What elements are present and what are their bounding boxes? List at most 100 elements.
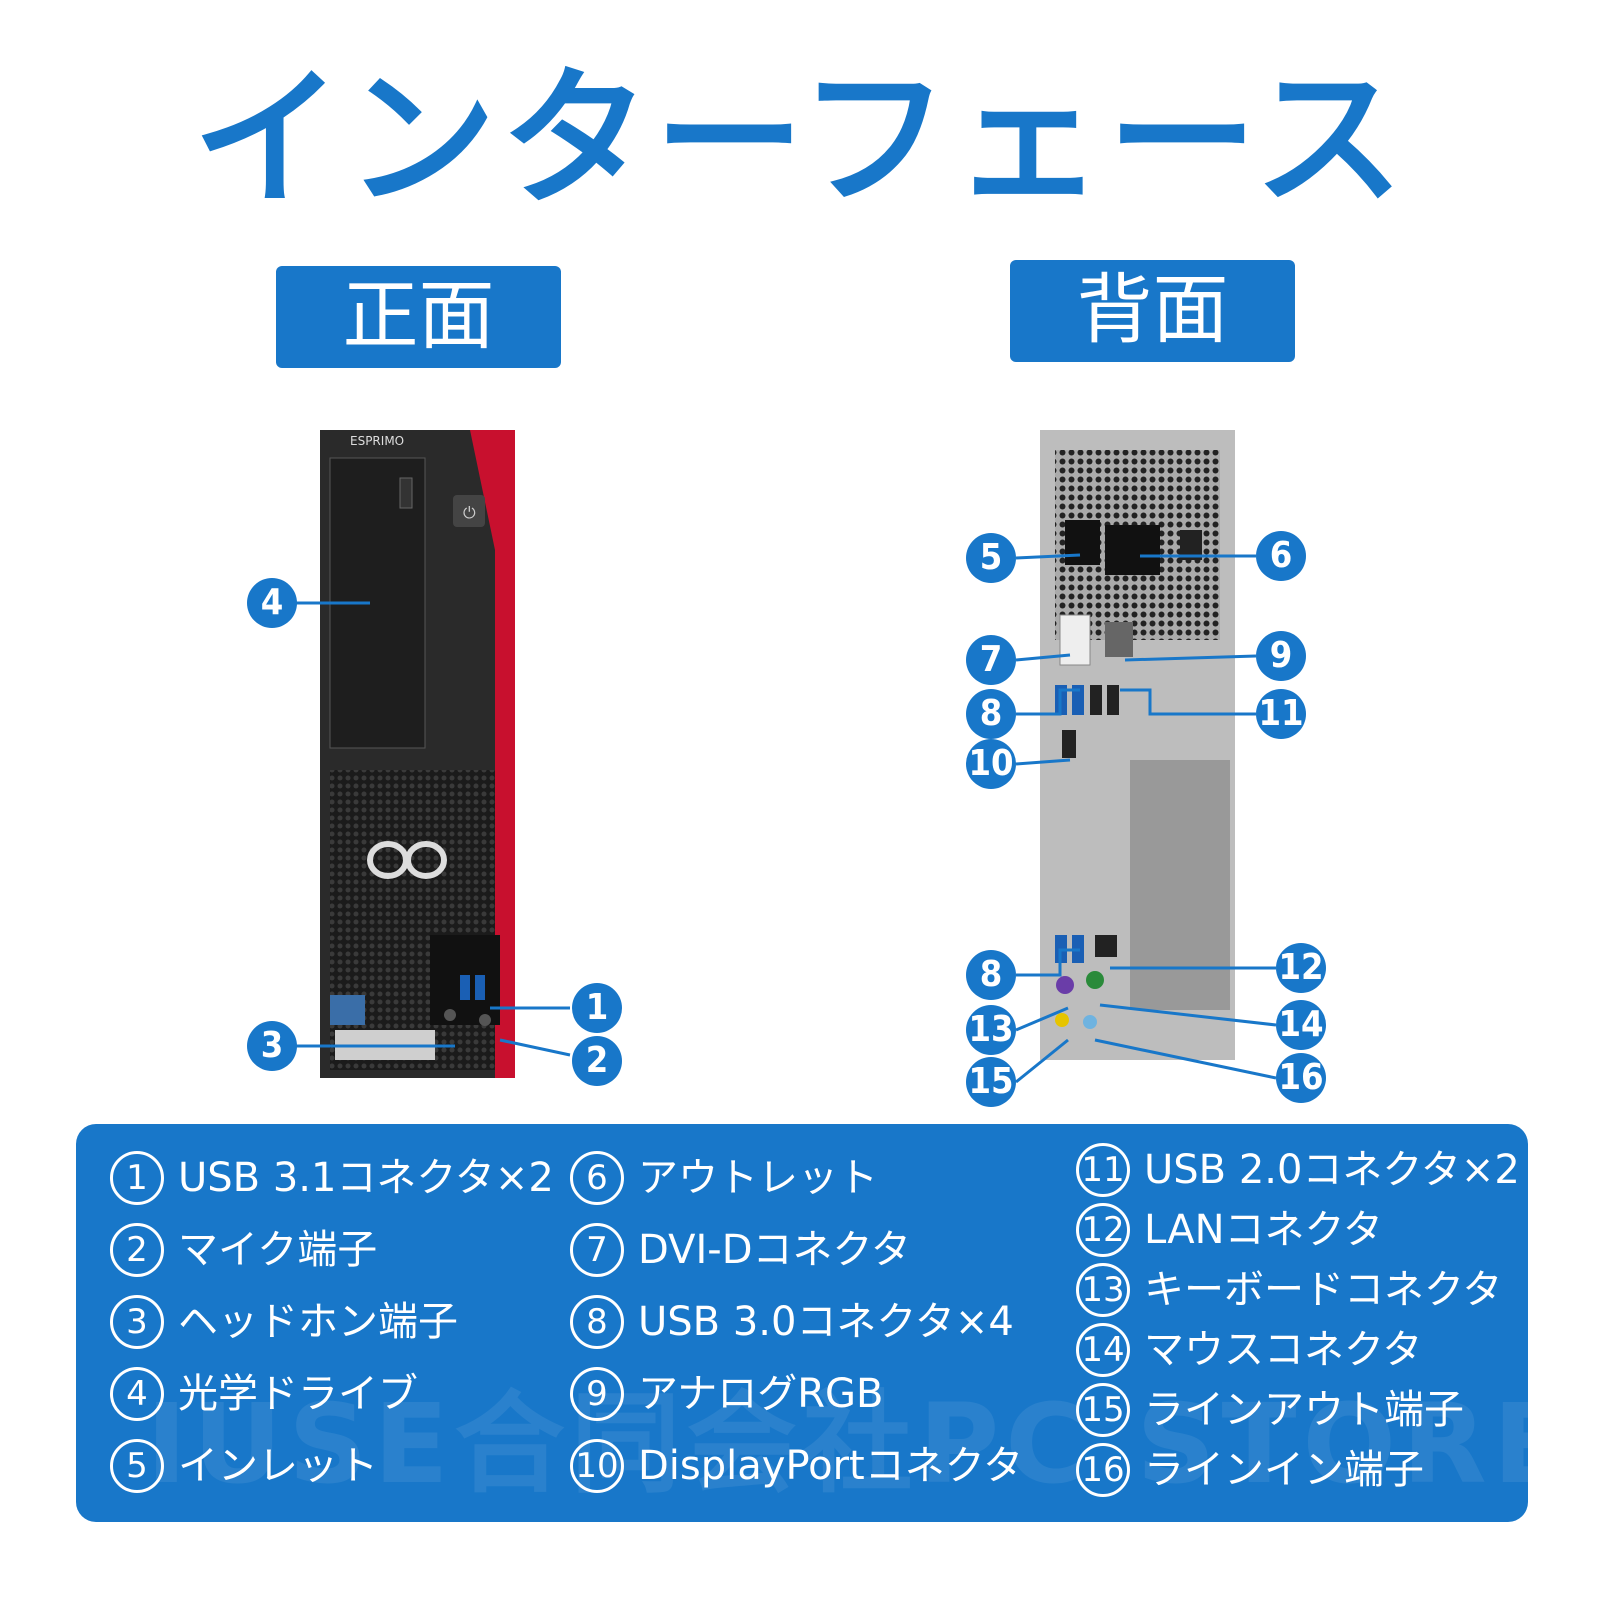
power-switch xyxy=(1180,530,1202,560)
leader-back-10 xyxy=(1015,758,1071,766)
legend-item-8: 8 USB 3.0コネクタ×4 xyxy=(570,1290,1014,1350)
legend-item-14: 14 マウスコネクタ xyxy=(1076,1318,1422,1378)
callout-front-4: 4 xyxy=(247,578,297,628)
legend-text: DVI-Dコネクタ xyxy=(638,1227,911,1273)
eject-button xyxy=(399,477,413,509)
headphone-jack xyxy=(444,1009,456,1021)
leader-lines xyxy=(296,553,1277,1084)
callout-back-5: 5 xyxy=(966,533,1016,583)
legend-num: 7 xyxy=(570,1223,624,1277)
legend-num: 5 xyxy=(110,1439,164,1493)
leader-back-5 xyxy=(1015,553,1081,560)
leader-back-11 xyxy=(1120,688,1256,716)
legend-num: 14 xyxy=(1076,1323,1130,1377)
power-inlet xyxy=(1065,520,1100,565)
legend-text: ラインアウト端子 xyxy=(1144,1387,1464,1433)
legend-num: 15 xyxy=(1076,1383,1130,1437)
callout-back-12: 12 xyxy=(1276,943,1326,993)
legend-text: キーボードコネクタ xyxy=(1144,1267,1503,1313)
callout-back-9: 9 xyxy=(1256,631,1306,681)
legend-item-11: 11 USB 2.0コネクタ×2 xyxy=(1076,1138,1520,1198)
brand-label: ESPRIMO xyxy=(350,434,404,448)
displayport xyxy=(1062,730,1076,758)
legend-num: 11 xyxy=(1076,1143,1130,1197)
legend-item-9: 9 アナログRGB xyxy=(570,1362,883,1422)
callout-back-11: 11 xyxy=(1256,689,1306,739)
ps2-keyboard xyxy=(1056,976,1074,994)
legend-num: 6 xyxy=(570,1151,624,1205)
legend-text: USB 2.0コネクタ×2 xyxy=(1144,1147,1520,1193)
legend-text: アナログRGB xyxy=(638,1371,884,1417)
legend-num: 3 xyxy=(110,1295,164,1349)
legend-text: アウトレット xyxy=(638,1155,878,1201)
ps2-mouse xyxy=(1086,971,1104,989)
callout-back-7: 7 xyxy=(966,635,1016,685)
legend-text: DisplayPortコネクタ xyxy=(638,1443,1024,1489)
line-out xyxy=(1055,1013,1069,1027)
callout-back-15: 15 xyxy=(966,1057,1016,1107)
leader-back-8a xyxy=(1016,688,1080,716)
callout-front-1: 1 xyxy=(572,983,622,1033)
legend-item-16: 16 ラインイン端子 xyxy=(1076,1438,1424,1498)
legend-num: 1 xyxy=(110,1151,164,1205)
callout-back-13: 13 xyxy=(966,1005,1016,1055)
legend-num: 16 xyxy=(1076,1443,1130,1497)
legend-text: ラインイン端子 xyxy=(1144,1447,1424,1493)
page-title: インターフェース xyxy=(192,53,1408,227)
leader-back-16 xyxy=(1094,1038,1277,1080)
back-pc-image xyxy=(1040,430,1235,1060)
legend-num: 8 xyxy=(570,1295,624,1349)
front-usb-2 xyxy=(475,975,485,1000)
vga-port xyxy=(1105,622,1133,657)
leader-back-8b xyxy=(1016,948,1080,977)
power-button xyxy=(453,495,485,527)
power-icon: ⏻ xyxy=(463,503,476,522)
legend-item-6: 6 アウトレット xyxy=(570,1146,878,1206)
fujitsu-logo xyxy=(367,841,447,879)
legend-text: マイク端子 xyxy=(178,1227,378,1273)
power-outlet xyxy=(1105,525,1160,575)
legend-item-4: 4 光学ドライブ xyxy=(110,1362,418,1422)
legend-num: 12 xyxy=(1076,1203,1130,1257)
callout-back-16: 16 xyxy=(1276,1053,1326,1103)
legend-item-1: 1 USB 3.1コネクタ×2 xyxy=(110,1146,554,1206)
line-in xyxy=(1083,1015,1097,1029)
leader-back-13 xyxy=(1015,1006,1069,1032)
front-red-accent xyxy=(470,430,515,1078)
mic-jack xyxy=(479,1014,491,1026)
legend-item-5: 5 インレット xyxy=(110,1434,378,1494)
legend-num: 4 xyxy=(110,1367,164,1421)
front-section-label: 正面 xyxy=(276,266,561,368)
legend-item-12: 12 LANコネクタ xyxy=(1076,1198,1383,1258)
callout-front-2: 2 xyxy=(572,1036,622,1086)
leader-back-7 xyxy=(1015,653,1071,662)
legend-text: USB 3.1コネクタ×2 xyxy=(178,1155,554,1201)
leader-back-15 xyxy=(1015,1038,1069,1084)
legend-text: LANコネクタ xyxy=(1144,1207,1383,1253)
front-pc-image: ESPRIMO ⏻ xyxy=(320,430,515,1078)
callout-back-6: 6 xyxy=(1256,531,1306,581)
legend-item-15: 15 ラインアウト端子 xyxy=(1076,1378,1464,1438)
leader-front-2 xyxy=(499,1038,571,1057)
legend-num: 9 xyxy=(570,1367,624,1421)
back-section-label: 背面 xyxy=(1010,260,1295,362)
front-usb-1 xyxy=(460,975,470,1000)
legend-text: マウスコネクタ xyxy=(1144,1327,1423,1373)
watermark: IUSE合同会社PC STORE xyxy=(146,1380,1574,1508)
callout-back-8a: 8 xyxy=(966,689,1016,739)
legend-num: 2 xyxy=(110,1223,164,1277)
legend-num: 10 xyxy=(570,1439,624,1493)
callout-back-8b: 8 xyxy=(966,950,1016,1000)
legend-item-2: 2 マイク端子 xyxy=(110,1218,377,1278)
legend-text: 光学ドライブ xyxy=(178,1371,418,1417)
lan-port xyxy=(1095,935,1117,957)
legend-item-10: 10 DisplayPortコネクタ xyxy=(570,1434,1023,1494)
legend-text: USB 3.0コネクタ×4 xyxy=(638,1299,1014,1345)
intel-badge xyxy=(330,995,365,1025)
legend-item-7: 7 DVI-Dコネクタ xyxy=(570,1218,911,1278)
legend-text: インレット xyxy=(178,1443,378,1489)
callout-back-10: 10 xyxy=(966,739,1016,789)
callout-back-14: 14 xyxy=(1276,1000,1326,1050)
